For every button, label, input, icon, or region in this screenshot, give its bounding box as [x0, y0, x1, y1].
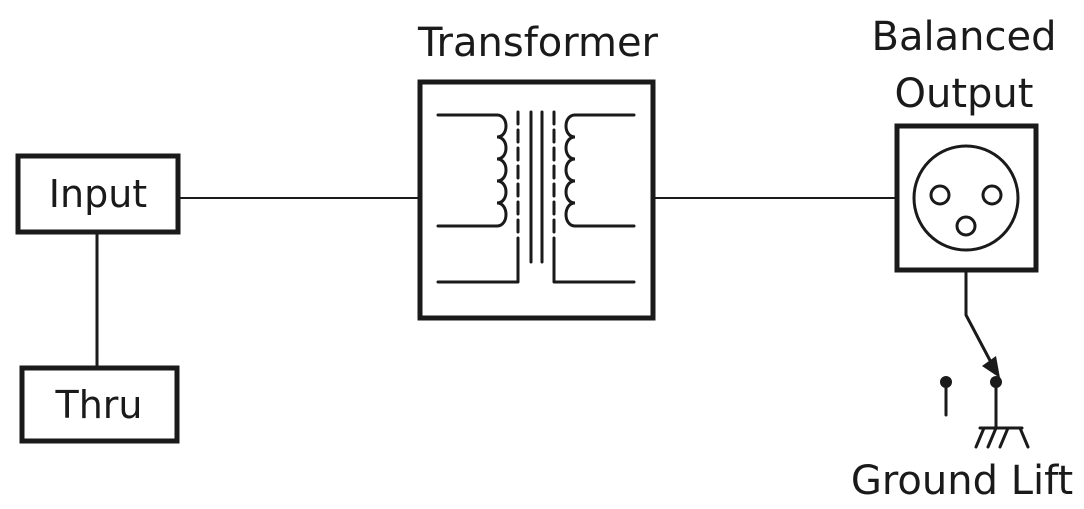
ground-switch-icon	[940, 268, 1030, 449]
thru-label: Thru	[54, 383, 142, 427]
input-node: Input	[15, 153, 181, 235]
transformer-label: Transformer	[417, 20, 659, 66]
thru-node: Thru	[19, 365, 180, 444]
balanced-output-label-line1: Balanced	[872, 14, 1057, 60]
balanced-output-label-line2: Output	[895, 71, 1034, 117]
balanced-output-node	[894, 123, 1039, 273]
transformer-symbol-icon	[436, 110, 636, 284]
ground-lift-label: Ground Lift	[851, 458, 1073, 504]
xlr-connector-icon	[912, 144, 1020, 252]
transformer-node	[417, 79, 656, 321]
input-label: Input	[49, 172, 147, 216]
